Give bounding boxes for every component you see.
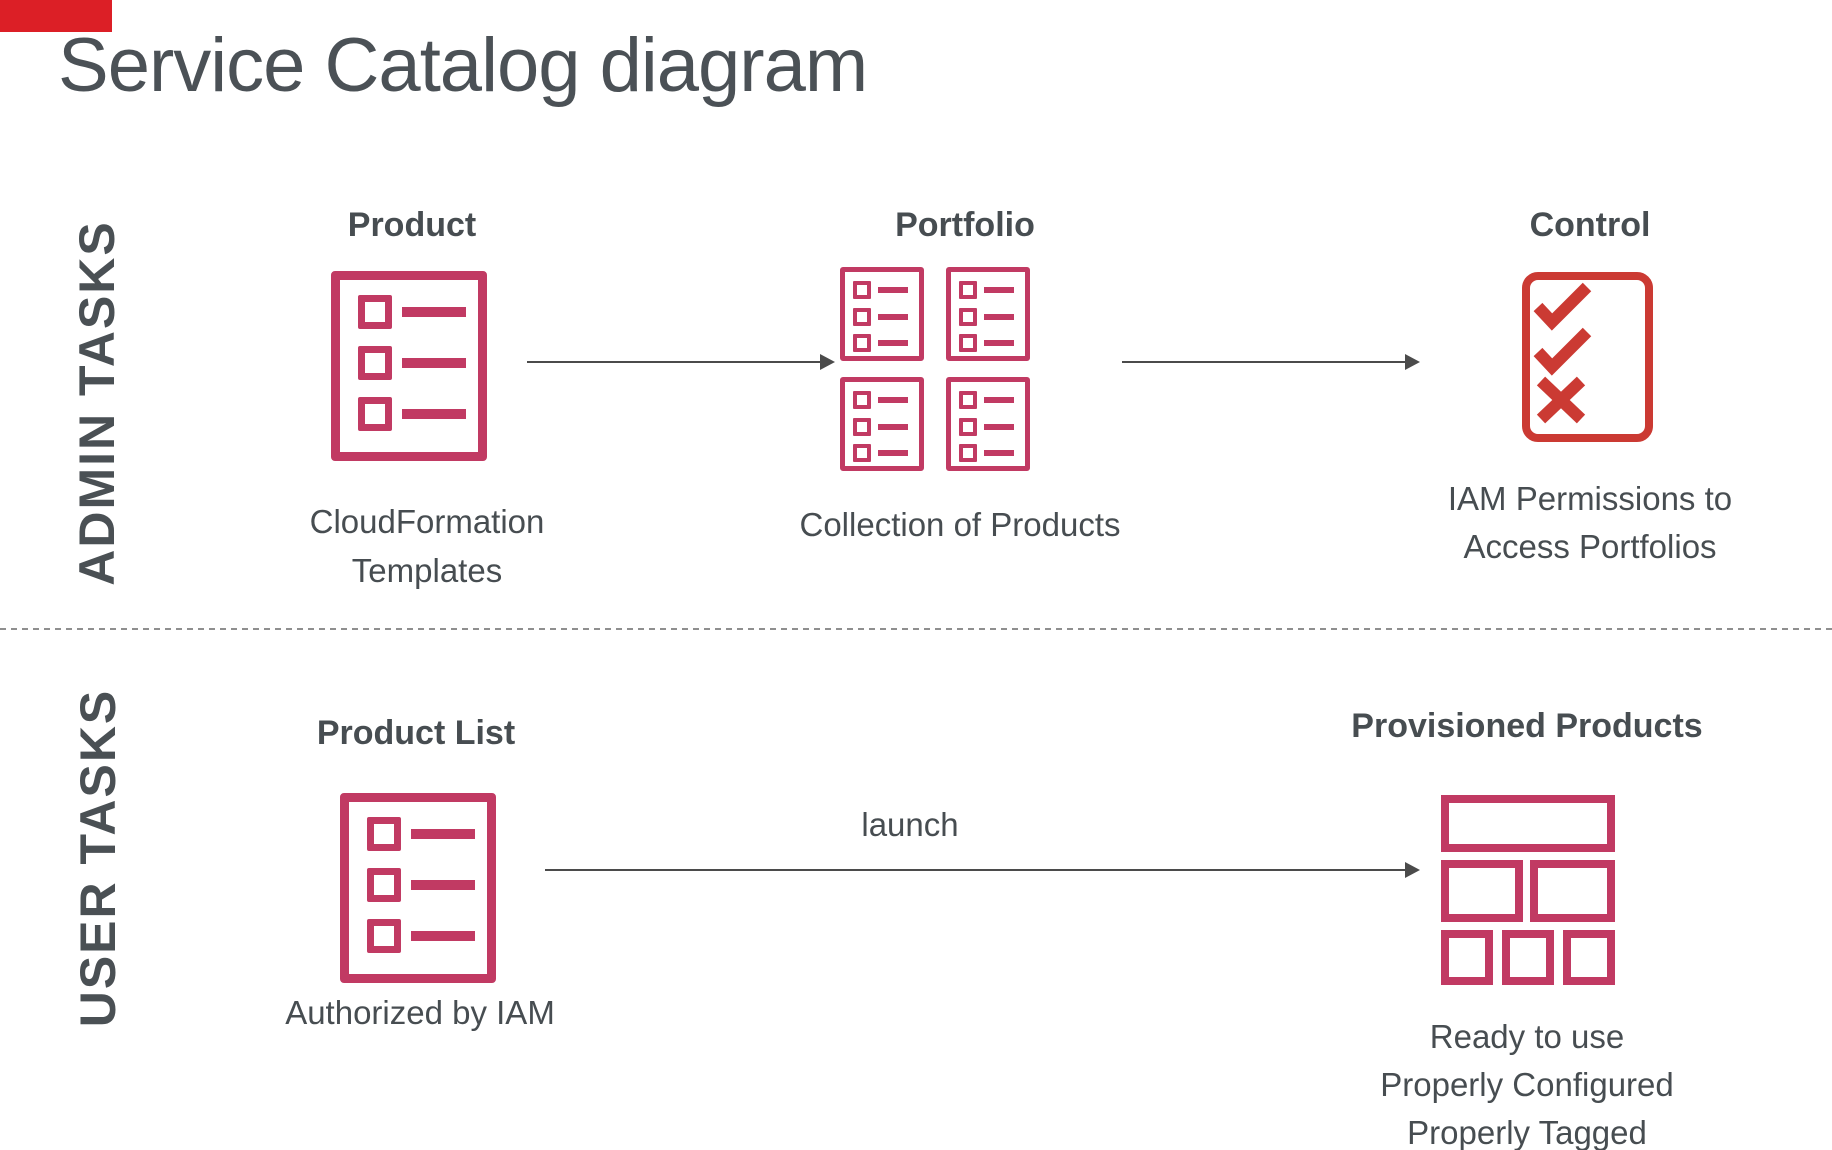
list-row <box>367 868 475 902</box>
bricks-icon <box>1441 795 1615 985</box>
product-heading: Product <box>347 206 477 244</box>
product-list-caption: Authorized by IAM <box>220 988 620 1037</box>
caption-line: Properly Tagged <box>1407 1114 1647 1150</box>
mini-list-document-icon <box>840 377 924 471</box>
launch-arrow-label: launch <box>861 806 959 843</box>
checkbox-square <box>358 346 392 380</box>
text-line <box>984 397 1014 403</box>
mini-list-document-icon <box>946 377 1030 471</box>
list-row <box>367 817 475 851</box>
checkmarks-graphic <box>1533 282 1592 424</box>
caption-line: Templates <box>351 552 503 589</box>
list-row <box>358 346 466 380</box>
checkbox-square <box>367 919 401 953</box>
brick <box>1563 930 1615 985</box>
brick <box>1441 930 1493 985</box>
text-line <box>878 450 908 456</box>
portfolio-heading: Portfolio <box>895 206 1035 244</box>
list-row <box>367 919 475 953</box>
checkbox-square <box>853 391 871 409</box>
control-caption: IAM Permissions to Access Portfolios <box>1390 475 1790 571</box>
text-line <box>878 340 908 346</box>
text-line <box>402 307 466 317</box>
list-row <box>358 397 466 431</box>
control-heading: Control <box>1529 206 1651 244</box>
text-line <box>878 424 908 430</box>
arrowhead-icon <box>820 354 835 370</box>
list-row <box>358 295 466 329</box>
brick <box>1530 860 1615 922</box>
text-line <box>984 450 1014 456</box>
text-line <box>411 829 475 839</box>
text-line <box>984 424 1014 430</box>
list-document-icon <box>331 271 487 461</box>
admin-tasks-label: ADMIN TASKS <box>69 220 125 586</box>
product-caption: CloudFormation Templates <box>227 497 627 595</box>
caption-line: CloudFormation <box>309 503 545 540</box>
accent-bar <box>0 0 112 32</box>
checkbox-square <box>853 281 871 299</box>
arrowhead-icon <box>1405 862 1420 878</box>
text-line <box>402 409 466 419</box>
text-line <box>411 880 475 890</box>
checkbox-square <box>358 397 392 431</box>
checkbox-square <box>959 308 977 326</box>
checklist-icon <box>1522 272 1653 442</box>
text-line <box>402 358 466 368</box>
provisioned-products-caption: Ready to use Properly Configured Properl… <box>1327 1013 1727 1150</box>
text-line <box>878 314 908 320</box>
list-document-icon <box>340 793 496 983</box>
checkbox-square <box>959 444 977 462</box>
checkbox-square <box>367 817 401 851</box>
caption-line: Authorized by IAM <box>285 994 555 1031</box>
page-title: Service Catalog diagram <box>58 23 868 108</box>
checkbox-square <box>853 418 871 436</box>
checkbox-square <box>853 308 871 326</box>
checkbox-square <box>358 295 392 329</box>
arrow-portfolio-to-control <box>1122 354 1420 370</box>
mini-list-document-icon <box>840 267 924 361</box>
document-grid-icon <box>840 267 1030 471</box>
caption-line: IAM Permissions to <box>1447 480 1733 517</box>
product-list-heading: Product List <box>316 714 516 752</box>
checkbox-square <box>959 418 977 436</box>
mini-list-document-icon <box>946 267 1030 361</box>
caption-line: Collection of Products <box>799 506 1121 543</box>
dashed-divider <box>0 628 1832 630</box>
arrow-launch <box>545 862 1420 878</box>
provisioned-products-heading: Provisioned Products <box>1351 707 1703 745</box>
arrowhead-icon <box>1405 354 1420 370</box>
portfolio-caption: Collection of Products <box>760 500 1160 549</box>
brick <box>1441 795 1615 852</box>
text-line <box>984 340 1014 346</box>
text-line <box>984 314 1014 320</box>
caption-line: Ready to use <box>1429 1018 1625 1055</box>
user-tasks-label: USER TASKS <box>70 688 126 1028</box>
checkbox-square <box>367 868 401 902</box>
checkbox-square <box>959 334 977 352</box>
checkbox-square <box>959 391 977 409</box>
text-line <box>878 287 908 293</box>
text-line <box>878 397 908 403</box>
caption-line: Properly Configured <box>1380 1066 1674 1103</box>
checkbox-square <box>853 334 871 352</box>
brick <box>1441 860 1523 922</box>
brick <box>1502 930 1554 985</box>
text-line <box>411 931 475 941</box>
checkbox-square <box>853 444 871 462</box>
caption-line: Access Portfolios <box>1463 528 1717 565</box>
text-line <box>984 287 1014 293</box>
checkbox-square <box>959 281 977 299</box>
arrow-product-to-portfolio <box>527 354 835 370</box>
